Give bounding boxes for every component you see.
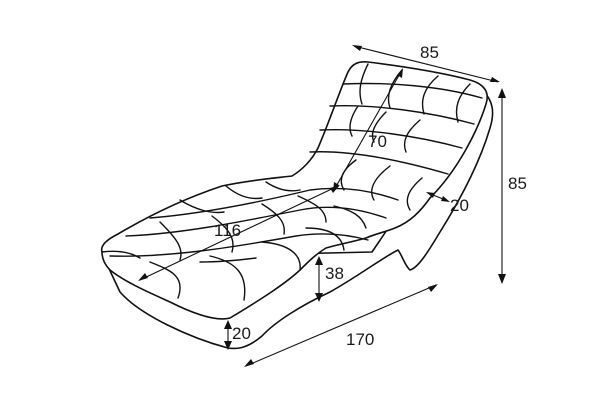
tuft-seam-seat-1 <box>149 187 399 219</box>
label-armrest-thickness: 20 <box>450 196 469 215</box>
tuft-seam-seat-v3 <box>261 181 301 271</box>
label-seat-length: 116 <box>214 221 241 240</box>
dimension-lines <box>138 45 506 367</box>
arrow-armrest-start <box>426 192 435 198</box>
arrow-total-length-start <box>244 359 254 367</box>
arrow-seat-height-top <box>315 256 323 265</box>
tuft-seam-back-4 <box>309 151 449 175</box>
arrow-total-height-bottom <box>498 274 506 284</box>
tuft-seam-seat-v2 <box>209 185 263 301</box>
label-top-width: 85 <box>420 43 439 62</box>
dimline-back-length <box>333 69 403 191</box>
arrow-top-width-end <box>490 77 500 82</box>
arrow-total-height-top <box>498 88 506 98</box>
tuft-seam-seat-v1 <box>149 199 225 299</box>
arrow-seat-length-start <box>138 273 148 281</box>
dimension-labels: 85 70 85 20 116 38 20 170 <box>214 43 527 349</box>
dimline-seat-length <box>139 185 339 281</box>
tuft-seam-seat-front <box>101 250 257 263</box>
dimline-total-length <box>245 284 437 367</box>
arrow-seat-height-bottom <box>315 293 323 302</box>
tuft-seam-back-2 <box>329 105 475 125</box>
tuft-seam-seat-v4 <box>297 195 345 251</box>
arrow-armrest-end <box>441 196 450 202</box>
tuft-seam-back-v3 <box>403 75 439 153</box>
dimline-top-width <box>353 45 499 83</box>
tuft-seam-back-1 <box>342 82 483 99</box>
arrow-seat-length-end <box>330 185 340 193</box>
arrow-back-length-top <box>397 68 403 78</box>
label-back-length: 70 <box>368 132 387 151</box>
tuft-seam-back-3 <box>319 129 463 149</box>
tuft-seam-seat-v5 <box>333 205 367 229</box>
arrow-base-thickness-bottom <box>224 341 232 350</box>
arrow-top-width-start <box>352 45 362 51</box>
tuft-seam-back-v4 <box>455 83 471 123</box>
label-seat-height: 38 <box>325 264 344 283</box>
label-total-height: 85 <box>508 174 527 193</box>
tuft-seam-seat-3 <box>109 233 369 257</box>
label-total-length: 170 <box>346 330 374 349</box>
chaise-body <box>100 61 494 350</box>
tuft-seam-back-v1 <box>349 63 369 137</box>
label-base-thickness: 20 <box>232 324 251 343</box>
arrow-total-length-end <box>428 284 438 292</box>
arrow-base-thickness-top <box>224 320 232 329</box>
